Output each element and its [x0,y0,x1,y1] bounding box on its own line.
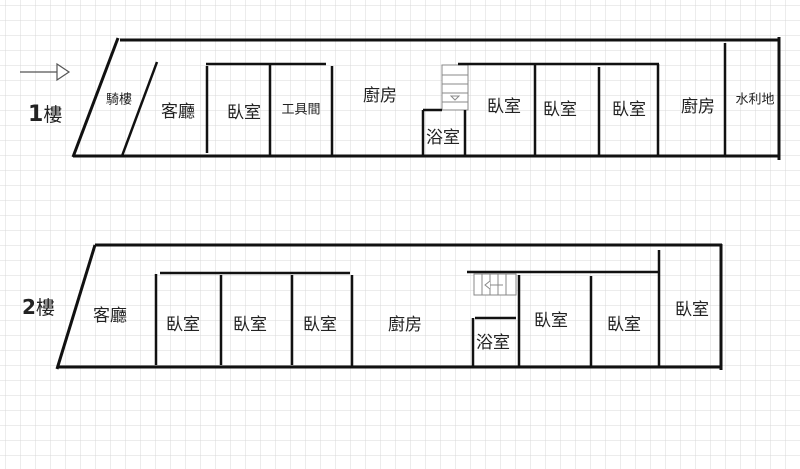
room-label: 浴室 [476,333,510,353]
room-label: 臥室 [303,315,337,335]
room-label: 浴室 [426,128,460,148]
room-label: 臥室 [543,100,577,120]
floor-1-label: 1樓 [28,102,62,127]
floor-2-plan: 2樓 客廳 臥室 臥室 臥室 廚房 浴室 臥室 臥室 臥室 [22,243,723,370]
room-label: 水利地 [735,93,774,108]
room-label: 客廳 [161,102,195,122]
room-label: 臥室 [607,315,641,335]
room-label: 廚房 [363,85,397,106]
staircase-icon [473,273,517,296]
room-label: 廚房 [681,96,715,117]
room-label: 臥室 [166,315,200,335]
staircase-icon [441,64,469,111]
room-label: 臥室 [612,100,646,120]
room-label: 臥室 [233,315,267,335]
room-label: 客廳 [93,306,127,326]
room-label: 廚房 [388,314,422,335]
room-label: 臥室 [227,103,261,123]
room-label: 臥室 [675,300,709,320]
floor-1-plan: 1樓 騎樓 客廳 臥室 工具間 廚房 浴室 臥室 臥室 臥室 廚房 水利地 [28,37,781,160]
room-label: 臥室 [487,97,521,117]
room-label: 騎樓 [106,93,132,108]
room-label: 臥室 [534,311,568,331]
room-label: 工具間 [281,103,320,118]
floor-2-label: 2樓 [22,295,55,319]
entrance-arrow-icon [20,62,71,82]
